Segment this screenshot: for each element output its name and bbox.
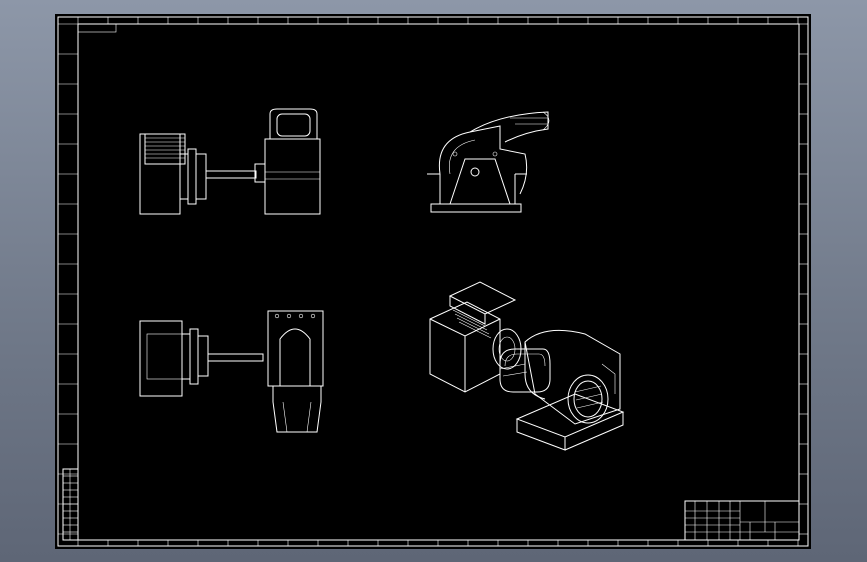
top-view xyxy=(139,310,324,433)
fan-housing xyxy=(264,138,321,215)
housing-top xyxy=(267,310,324,387)
base-plate xyxy=(430,203,522,213)
outer-border xyxy=(57,16,809,547)
shaft xyxy=(205,170,257,179)
iso-outlet xyxy=(499,348,551,393)
iso-base xyxy=(515,393,625,438)
zone-ticks xyxy=(58,17,808,546)
front-view xyxy=(139,108,321,215)
hub xyxy=(470,167,480,177)
drawing-canvas xyxy=(57,16,809,547)
inlet-funnel xyxy=(272,386,322,433)
side-view xyxy=(427,111,550,213)
drawing-number-box xyxy=(77,23,117,33)
isometric-view xyxy=(429,281,625,451)
drawing-sheet xyxy=(55,14,811,549)
motor-flange xyxy=(179,153,189,200)
inner-border xyxy=(77,23,800,541)
motor-fins xyxy=(144,133,186,165)
iso-intake xyxy=(567,374,609,424)
revision-block xyxy=(62,468,79,541)
scroll-casing xyxy=(438,125,528,195)
outlet-duct xyxy=(269,108,318,139)
pedestal xyxy=(449,158,511,205)
iso-housing xyxy=(524,329,621,425)
title-block xyxy=(684,500,800,541)
side-outlet xyxy=(469,111,549,143)
shaft-top xyxy=(207,353,264,362)
motor-top xyxy=(139,320,183,397)
